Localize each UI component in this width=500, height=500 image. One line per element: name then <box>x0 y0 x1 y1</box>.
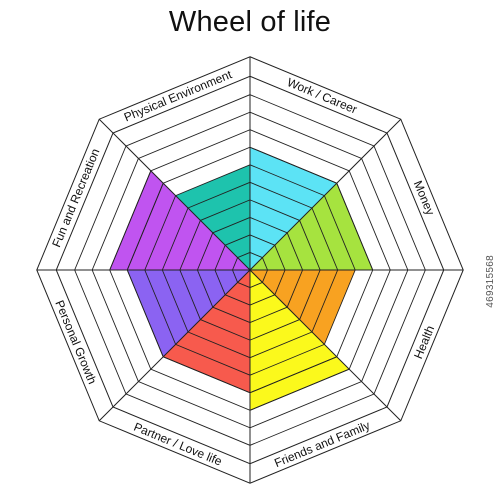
segment-fill <box>109 170 250 270</box>
stock-id-watermark: 469315568 <box>485 255 496 308</box>
score-level-line <box>200 319 251 341</box>
segment-label: Personal Growth <box>52 298 99 386</box>
segment-label: Fun and Recreation <box>49 146 102 249</box>
score-level-line <box>249 343 325 376</box>
segment-fill <box>250 270 350 411</box>
spoke-line <box>98 118 251 271</box>
segment-fill <box>175 164 250 270</box>
score-level-line <box>274 245 286 271</box>
score-level-line <box>249 252 263 259</box>
score-level-line <box>323 269 356 345</box>
score-level-line <box>179 269 201 320</box>
spoke-line <box>249 118 402 271</box>
segment-fill <box>250 270 356 345</box>
score-level-line <box>311 207 339 271</box>
score-level-line <box>274 269 286 295</box>
score-level-line <box>323 195 356 271</box>
score-level-line <box>299 269 321 320</box>
score-level-line <box>196 269 214 308</box>
segment-label: Friends and Family <box>272 418 372 470</box>
score-level-line <box>311 269 339 333</box>
score-level-line <box>175 343 251 376</box>
segment-label: Partner / Love life <box>132 420 225 469</box>
score-level-line <box>249 199 300 221</box>
score-level-line <box>261 257 268 271</box>
score-level-line <box>249 331 313 359</box>
score-level-line <box>161 207 189 271</box>
segment-fill <box>163 270 250 393</box>
score-level-line <box>200 199 251 221</box>
score-level-line <box>214 269 226 295</box>
score-level-line <box>187 181 251 209</box>
score-level-line <box>249 294 275 306</box>
page-title: Wheel of life <box>168 6 332 38</box>
spoke-line <box>98 269 251 422</box>
score-level-line <box>249 306 288 324</box>
score-level-line <box>237 281 251 288</box>
score-level-line <box>249 281 263 288</box>
score-level-line <box>249 216 288 234</box>
score-level-line <box>144 269 177 345</box>
score-level-line <box>249 234 275 246</box>
score-level-line <box>225 294 251 306</box>
score-level-line <box>214 245 226 271</box>
score-level-line <box>299 220 321 271</box>
segment-fill <box>127 270 250 357</box>
score-level-line <box>249 181 313 209</box>
score-level-line <box>212 216 251 234</box>
score-level-line <box>237 252 251 259</box>
score-level-line <box>249 164 325 197</box>
segment-fill <box>250 183 373 270</box>
spoke-line <box>249 269 402 422</box>
score-level-line <box>286 269 304 308</box>
score-level-line <box>144 195 177 271</box>
score-level-line <box>232 269 239 283</box>
score-level-line <box>261 269 268 283</box>
score-level-line <box>232 257 239 271</box>
segment-fill <box>250 147 337 270</box>
score-level-line <box>212 306 251 324</box>
segment-label: Physical Environment <box>122 67 235 124</box>
score-level-line <box>225 234 251 246</box>
score-level-line <box>286 232 304 271</box>
score-level-line <box>249 319 300 341</box>
score-level-line <box>196 232 214 271</box>
score-level-line <box>179 220 201 271</box>
score-level-line <box>175 164 251 197</box>
score-level-line <box>161 269 189 333</box>
score-level-line <box>187 331 251 359</box>
